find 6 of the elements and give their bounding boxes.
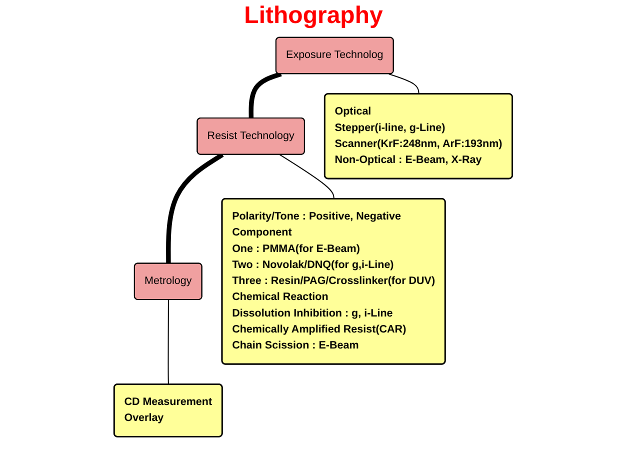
connector (166, 152, 224, 264)
connector (389, 74, 420, 94)
connector (249, 72, 282, 118)
diagram-title: Lithography (243, 2, 384, 30)
connector (168, 300, 170, 385)
connector (280, 154, 335, 200)
